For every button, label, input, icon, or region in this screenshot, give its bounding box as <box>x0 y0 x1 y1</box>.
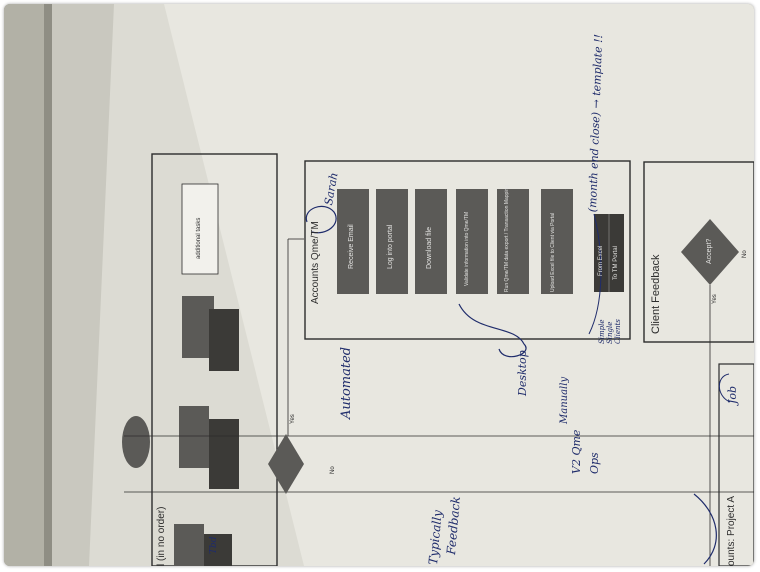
start-oval <box>122 416 150 468</box>
top-panel-border <box>151 153 278 566</box>
step-label-1: Receive Email <box>348 224 355 269</box>
bottom-panel-title: ounts: Project A <box>726 495 737 566</box>
note-clients: Clients <box>614 319 622 344</box>
accounts-panel-title: Accounts Qme/TM <box>310 221 321 304</box>
note-single: Single <box>606 321 614 344</box>
pillar-edge <box>44 4 52 566</box>
accounts-table-row-1: From Excel <box>598 245 604 276</box>
note-desktop: Desktop <box>516 350 529 396</box>
step-label-4: Validate information into Qme/TM <box>464 211 470 286</box>
paper-fold-shadow <box>52 4 114 566</box>
pen-circle-job <box>718 373 731 403</box>
note-job: Job <box>726 385 739 404</box>
step-label-3: Download file <box>426 226 433 269</box>
feedback-no-label: No <box>742 250 748 258</box>
pen-curve-bottom <box>693 493 717 565</box>
step-box-5 <box>497 189 529 294</box>
top-box-2 <box>179 406 209 468</box>
step-box-2 <box>376 189 408 294</box>
additional-tasks-box <box>181 183 219 275</box>
top-box-1 <box>182 296 214 358</box>
pen-scribble-1 <box>458 303 527 358</box>
note-tbd: Tbd <box>209 536 219 554</box>
photo-scene <box>4 4 754 566</box>
bottom-panel-border <box>718 363 754 566</box>
top-panel-title: l (in no order) <box>156 506 167 566</box>
note-manually: Manually <box>559 376 570 424</box>
step-box-3 <box>415 189 447 294</box>
note-automated: Automated <box>339 346 354 419</box>
step-label-2: Log into portal <box>387 224 394 269</box>
client-feedback-border <box>643 161 754 343</box>
pen-bracket <box>588 213 602 335</box>
left-no-label: No <box>330 466 336 474</box>
accept-label: Accept? <box>706 238 713 264</box>
top-table-1 <box>209 309 239 371</box>
top-table-2 <box>209 419 239 489</box>
top-table-3 <box>204 534 232 566</box>
left-yes-label: Yes <box>290 414 296 424</box>
top-box-3 <box>174 524 204 566</box>
step-label-6: Upload Excel file to Client via Portal <box>550 212 556 292</box>
note-simple: Simple <box>598 319 606 344</box>
accounts-panel-border <box>304 160 631 340</box>
accounts-table-row-2: To TM Portal <box>613 246 619 280</box>
step-box-6 <box>541 189 573 294</box>
note-ops: Ops <box>588 452 601 474</box>
note-v2-qme: V2 Qme <box>570 429 583 474</box>
step-box-4 <box>456 189 488 294</box>
client-feedback-title: Client Feedback <box>650 254 662 335</box>
photo-frame: l (in no order) additional tasks Account… <box>4 4 754 566</box>
accept-decision-diamond <box>681 219 739 285</box>
additional-tasks-label: additional tasks <box>196 217 202 259</box>
step-label-5: Run Qme/TM data export / Transaction Map… <box>504 185 510 292</box>
left-decision-diamond <box>268 434 304 494</box>
pen-circle-qme <box>305 205 337 234</box>
feedback-yes-label: Yes <box>712 294 718 304</box>
step-box-1 <box>337 189 369 294</box>
